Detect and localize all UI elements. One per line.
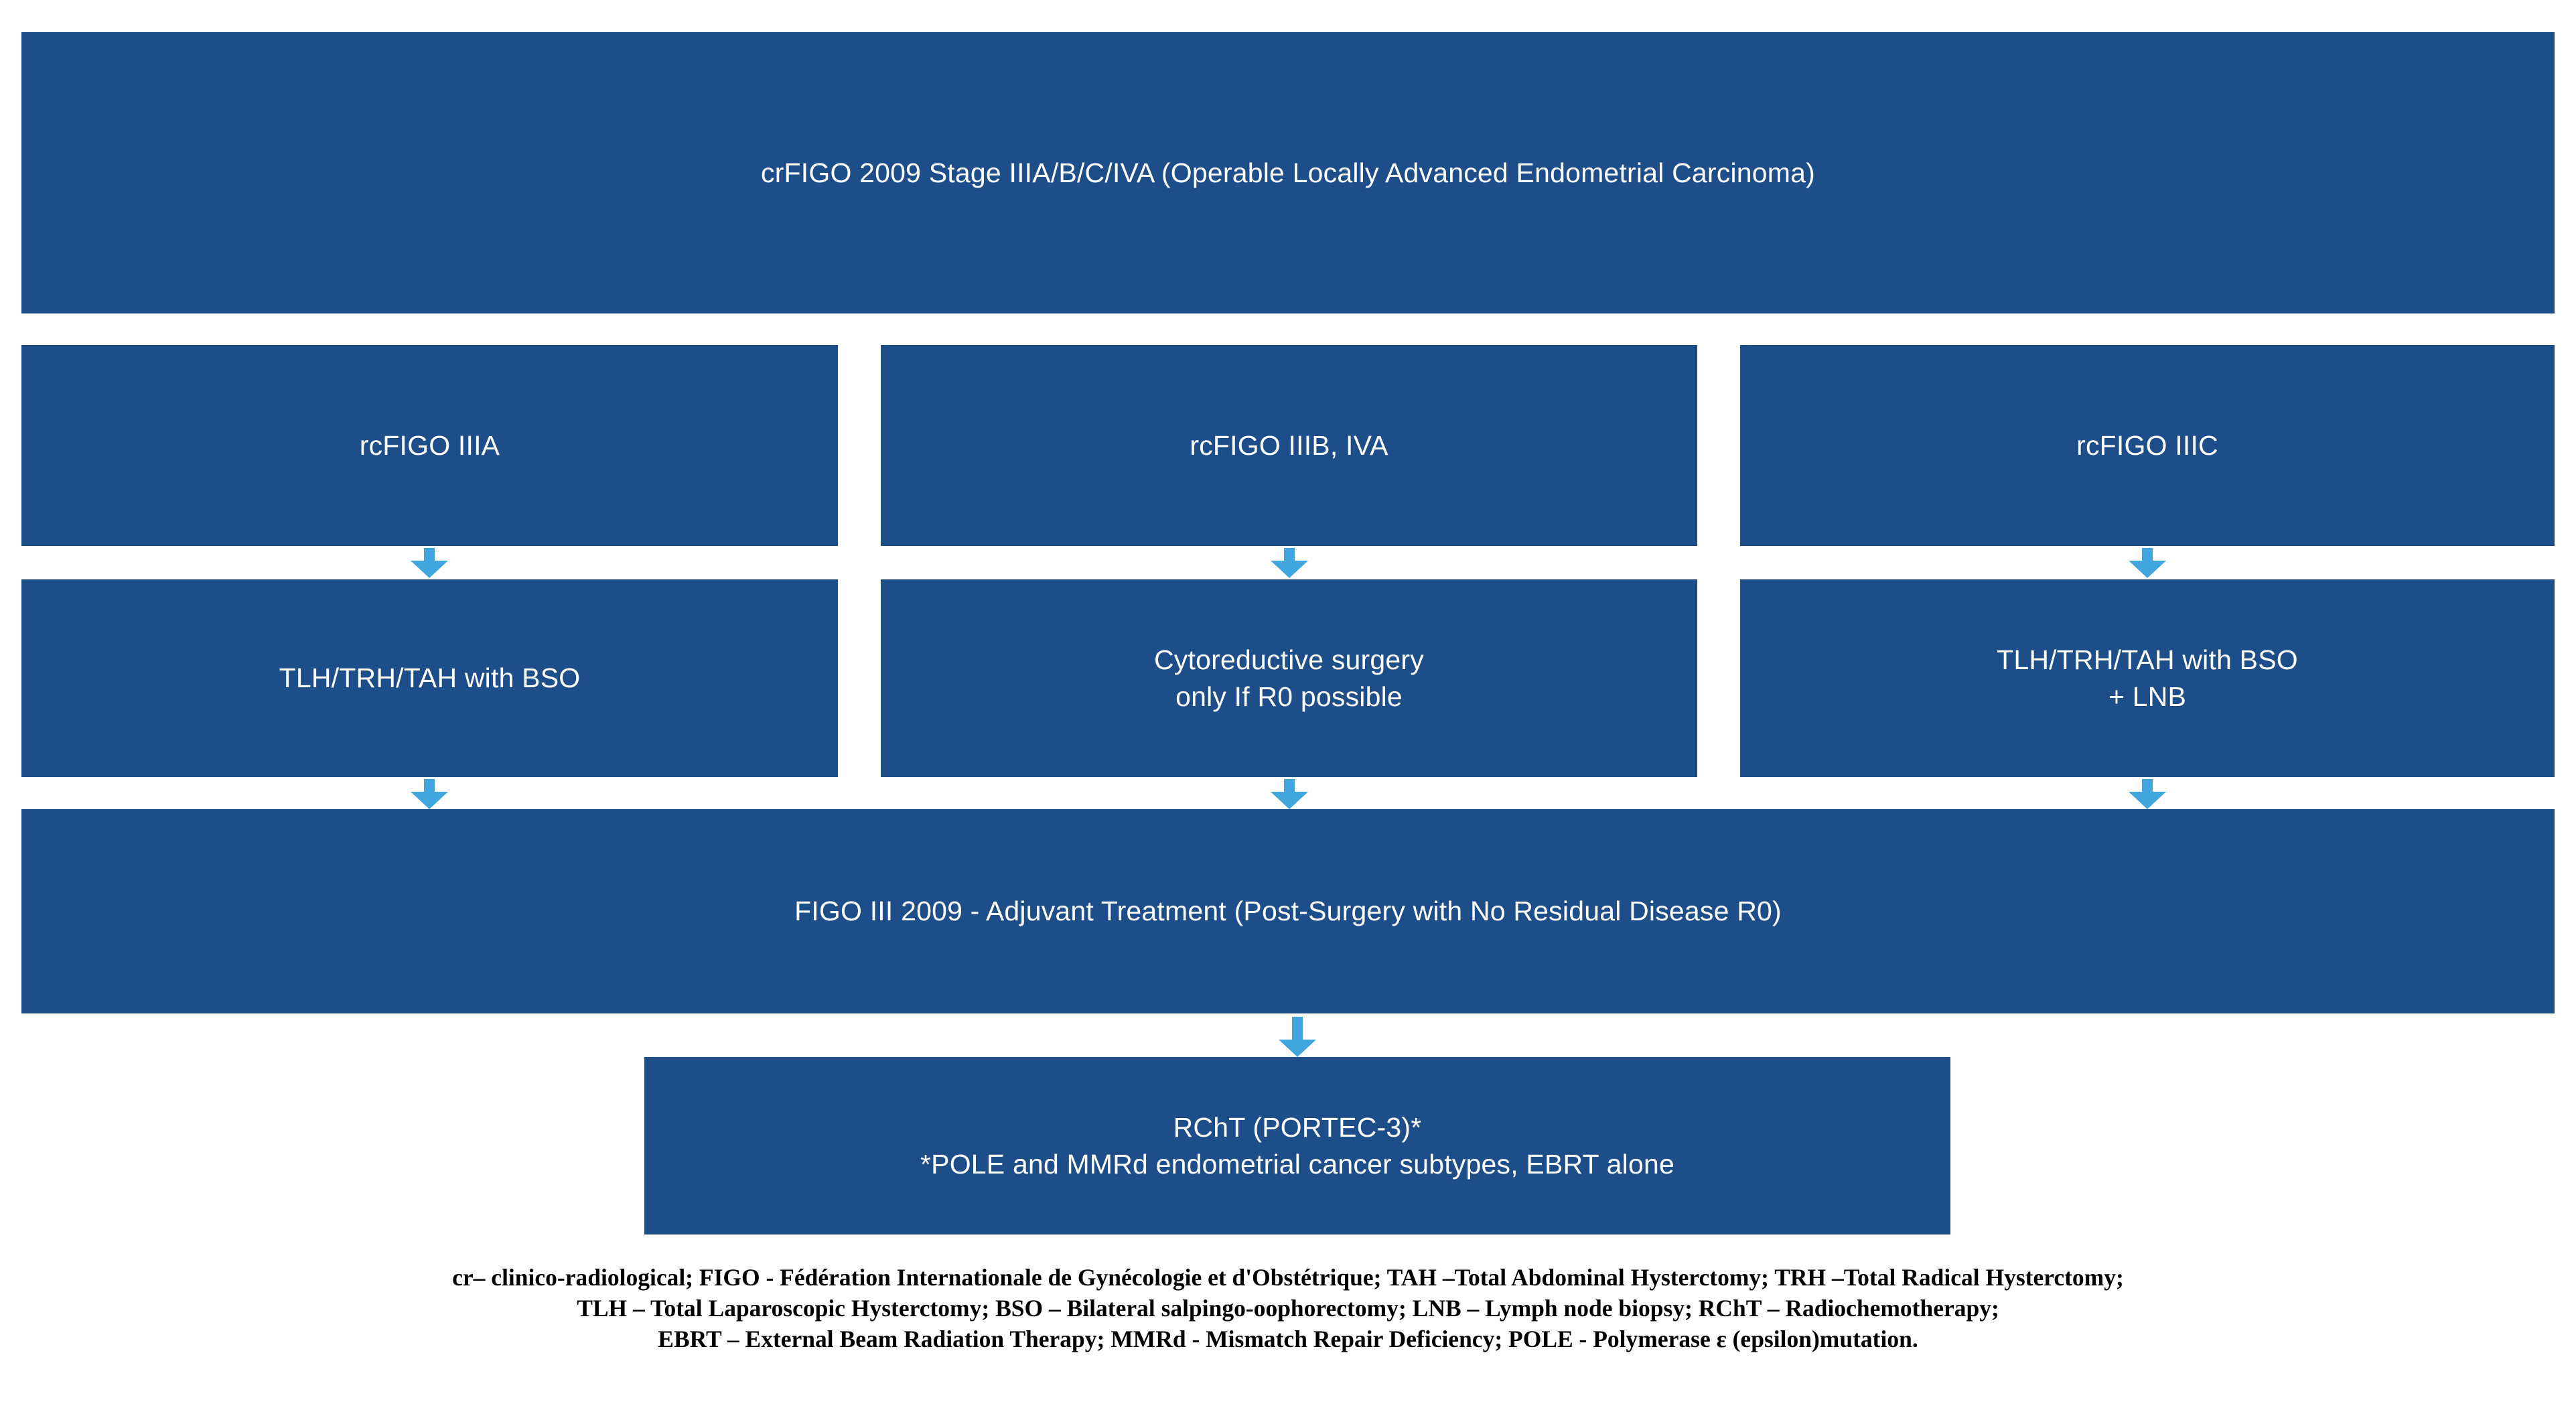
- arrow-shaft: [424, 779, 435, 792]
- node-stage-iiia-label: rcFIGO IIIA: [359, 429, 500, 461]
- arrow-down-icon-stage-iiia-to-surgery: [411, 548, 448, 578]
- arrow-down-icon-surgery-iiia-to-adjuvant: [411, 779, 448, 809]
- node-surgery-iiic-line1: TLH/TRH/TAH with BSO: [1997, 644, 2298, 676]
- node-surgery-cytoreductive: Cytoreductive surgery only If R0 possibl…: [881, 579, 1697, 777]
- node-rcht-portec3-line2: *POLE and MMRd endometrial cancer subtyp…: [920, 1148, 1674, 1180]
- arrow-down-icon-stage-iiic-to-surgery: [2129, 548, 2166, 578]
- node-rcht-portec3: RChT (PORTEC-3)* *POLE and MMRd endometr…: [644, 1057, 1950, 1234]
- node-surgery-iiic: TLH/TRH/TAH with BSO + LNB: [1740, 579, 2555, 777]
- node-surgery-cytoreductive-line2: only If R0 possible: [1175, 681, 1403, 712]
- arrow-head: [1271, 792, 1308, 809]
- arrow-head: [411, 561, 448, 578]
- arrow-head: [2129, 561, 2166, 578]
- abbreviations-legend: cr– clinico-radiological; FIGO - Fédérat…: [0, 1262, 2576, 1354]
- arrow-shaft: [2142, 548, 2153, 561]
- node-surgery-iiia: TLH/TRH/TAH with BSO: [21, 579, 838, 777]
- node-surgery-iiic-line2: + LNB: [2108, 681, 2187, 712]
- arrow-shaft: [1284, 779, 1295, 792]
- arrow-shaft: [1292, 1017, 1303, 1040]
- node-adjuvant-treatment-label: FIGO III 2009 - Adjuvant Treatment (Post…: [794, 896, 1782, 927]
- node-stage-iiia: rcFIGO IIIA: [21, 345, 838, 546]
- node-root-label: crFIGO 2009 Stage IIIA/B/C/IVA (Operable…: [761, 157, 1815, 188]
- arrow-shaft: [1284, 548, 1295, 561]
- arrow-head: [411, 792, 448, 809]
- arrow-head: [1271, 561, 1308, 578]
- node-stage-iiic: rcFIGO IIIC: [1740, 345, 2555, 546]
- legend-line-3: EBRT – External Beam Radiation Therapy; …: [658, 1326, 1918, 1353]
- arrow-down-icon-stage-iiib-to-surgery: [1271, 548, 1308, 578]
- arrow-down-icon-surgery-cytoreductive-to-adjuvant: [1271, 779, 1308, 809]
- node-root-stage: crFIGO 2009 Stage IIIA/B/C/IVA (Operable…: [21, 32, 2555, 313]
- legend-line-2: TLH – Total Laparoscopic Hysterctomy; BS…: [577, 1295, 1999, 1322]
- node-surgery-iiia-line1: TLH/TRH/TAH with BSO: [279, 662, 581, 694]
- arrow-shaft: [424, 548, 435, 561]
- node-stage-iiib-iva-label: rcFIGO IIIB, IVA: [1190, 429, 1388, 461]
- node-rcht-portec3-line1: RChT (PORTEC-3)*: [1173, 1112, 1422, 1143]
- arrow-head: [2129, 792, 2166, 809]
- node-adjuvant-treatment: FIGO III 2009 - Adjuvant Treatment (Post…: [21, 809, 2555, 1013]
- node-surgery-cytoreductive-line1: Cytoreductive surgery: [1154, 644, 1424, 676]
- arrow-down-icon-surgery-iiic-to-adjuvant: [2129, 779, 2166, 809]
- arrow-head: [1279, 1040, 1316, 1057]
- node-stage-iiib-iva: rcFIGO IIIB, IVA: [881, 345, 1697, 546]
- node-stage-iiic-label: rcFIGO IIIC: [2076, 429, 2218, 461]
- legend-line-1: cr– clinico-radiological; FIGO - Fédérat…: [452, 1264, 2124, 1291]
- arrow-down-icon-adjuvant-to-rcht: [1279, 1017, 1316, 1057]
- arrow-shaft: [2142, 779, 2153, 792]
